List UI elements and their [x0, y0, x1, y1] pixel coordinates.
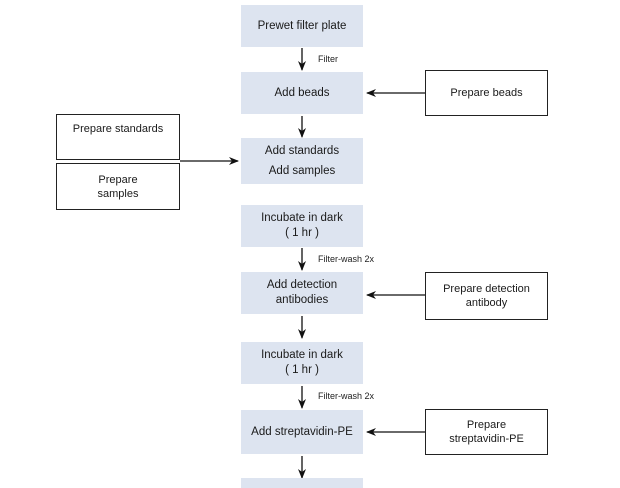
- edge-label-filter: Filter: [318, 54, 338, 64]
- side-prepare-detection-antibody: Prepare detection antibody: [425, 272, 548, 320]
- step-label: antibodies: [275, 294, 329, 306]
- side-prepare-standards: Prepare standards: [56, 114, 180, 160]
- side-label: Prepare standards: [72, 123, 164, 135]
- step-incubate-in-dark-2: Incubate in dark ( 1 hr ): [241, 342, 363, 384]
- step-label: ( 1 hr ): [285, 227, 319, 239]
- side-label: streptavidin-PE: [449, 433, 524, 445]
- side-prepare-beads: Prepare beads: [425, 70, 548, 116]
- step-label: Add detection: [266, 279, 338, 291]
- side-label: Prepare: [466, 419, 507, 431]
- edge-label-filter-wash-2: Filter-wash 2x: [318, 391, 375, 401]
- edge-label-filter-wash-1: Filter-wash 2x: [318, 254, 375, 264]
- step-label: Incubate in dark: [261, 349, 343, 361]
- step-label: ( 1 hr ): [285, 364, 319, 376]
- side-prepare-samples: Prepare samples: [56, 163, 180, 210]
- side-label: Prepare beads: [450, 87, 523, 99]
- step-add-streptavidin-pe: Add streptavidin-PE: [241, 410, 363, 454]
- step-label: Add streptavidin-PE: [251, 425, 353, 438]
- side-label: samples: [97, 187, 139, 200]
- step-add-detection-antibodies: Add detection antibodies: [241, 272, 363, 314]
- side-label: antibody: [465, 297, 508, 309]
- side-label: Prepare detection: [443, 283, 530, 295]
- step-label: Add samples: [268, 164, 336, 177]
- side-prepare-streptavidin-pe: Prepare streptavidin-PE: [425, 409, 548, 455]
- step-add-standards-samples: Add standards Add samples: [241, 138, 363, 184]
- step-prewet-filter-plate: Prewet filter plate: [241, 5, 363, 47]
- step-label: Add beads: [274, 86, 330, 99]
- step-label: Prewet filter plate: [257, 19, 347, 32]
- step-incubate-in-dark-1: Incubate in dark ( 1 hr ): [241, 205, 363, 247]
- step-next-partial: [241, 478, 363, 488]
- step-label: Incubate in dark: [261, 212, 343, 224]
- step-add-beads: Add beads: [241, 72, 363, 114]
- side-label: Prepare: [98, 173, 138, 186]
- step-label: Add standards: [264, 144, 340, 157]
